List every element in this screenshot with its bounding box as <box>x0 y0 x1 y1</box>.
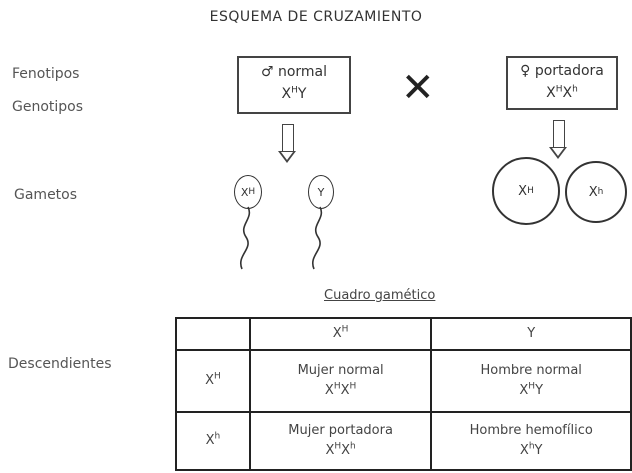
table-row: XH Y <box>175 317 632 351</box>
male-arrow-icon <box>278 124 300 163</box>
female-genotype: XHXh <box>546 84 578 101</box>
male-phenotype: ♂ normal <box>239 61 349 83</box>
female-parent-box: ♀ portadora XHXh <box>506 56 618 110</box>
col-header-xh: XH <box>248 317 433 351</box>
label-genotypes: Genotipos <box>12 99 84 115</box>
punnett-square: XH Y XH Mujer normal XHXH Hombre normal … <box>175 317 632 471</box>
female-arrow-icon <box>549 120 571 159</box>
label-phenotypes: Fenotipos <box>12 66 80 82</box>
sperm-tails-icon <box>239 206 323 270</box>
row-header-xh: XH <box>175 349 251 413</box>
row-header-xlow-h: Xh <box>175 411 251 471</box>
female-phenotype-label: portadora <box>534 63 604 79</box>
table-row: Xh Mujer portadora XHXh Hombre hemofílic… <box>175 411 632 471</box>
diagram-title: ESQUEMA DE CRUZAMIENTO <box>209 9 423 25</box>
label-gametes: Gametos <box>14 187 78 203</box>
col-header-y: Y <box>430 317 632 351</box>
label-offspring: Descendientes <box>8 356 112 372</box>
male-parent-box: ♂ normal XHY <box>237 56 351 114</box>
cell-male-hemophiliac: Hombre hemofílico XhY <box>430 411 632 471</box>
cell-male-normal: Hombre normal XHY <box>430 349 632 413</box>
cell-female-normal: Mujer normal XHXH <box>248 349 433 413</box>
male-symbol-icon: ♂ <box>260 64 274 80</box>
corner-cell <box>175 317 251 351</box>
cross-icon: ✕ <box>401 65 435 111</box>
sperm-gamete-y: Y <box>308 175 334 209</box>
male-phenotype-label: normal <box>277 64 328 80</box>
female-phenotype: ♀ portadora <box>508 60 616 82</box>
cell-female-carrier: Mujer portadora XHXh <box>248 411 433 471</box>
male-genotype: XHY <box>281 85 307 102</box>
punnett-title: Cuadro gamético <box>324 288 436 303</box>
female-symbol-icon: ♀ <box>520 63 531 79</box>
table-row: XH Mujer normal XHXH Hombre normal XHY <box>175 349 632 413</box>
